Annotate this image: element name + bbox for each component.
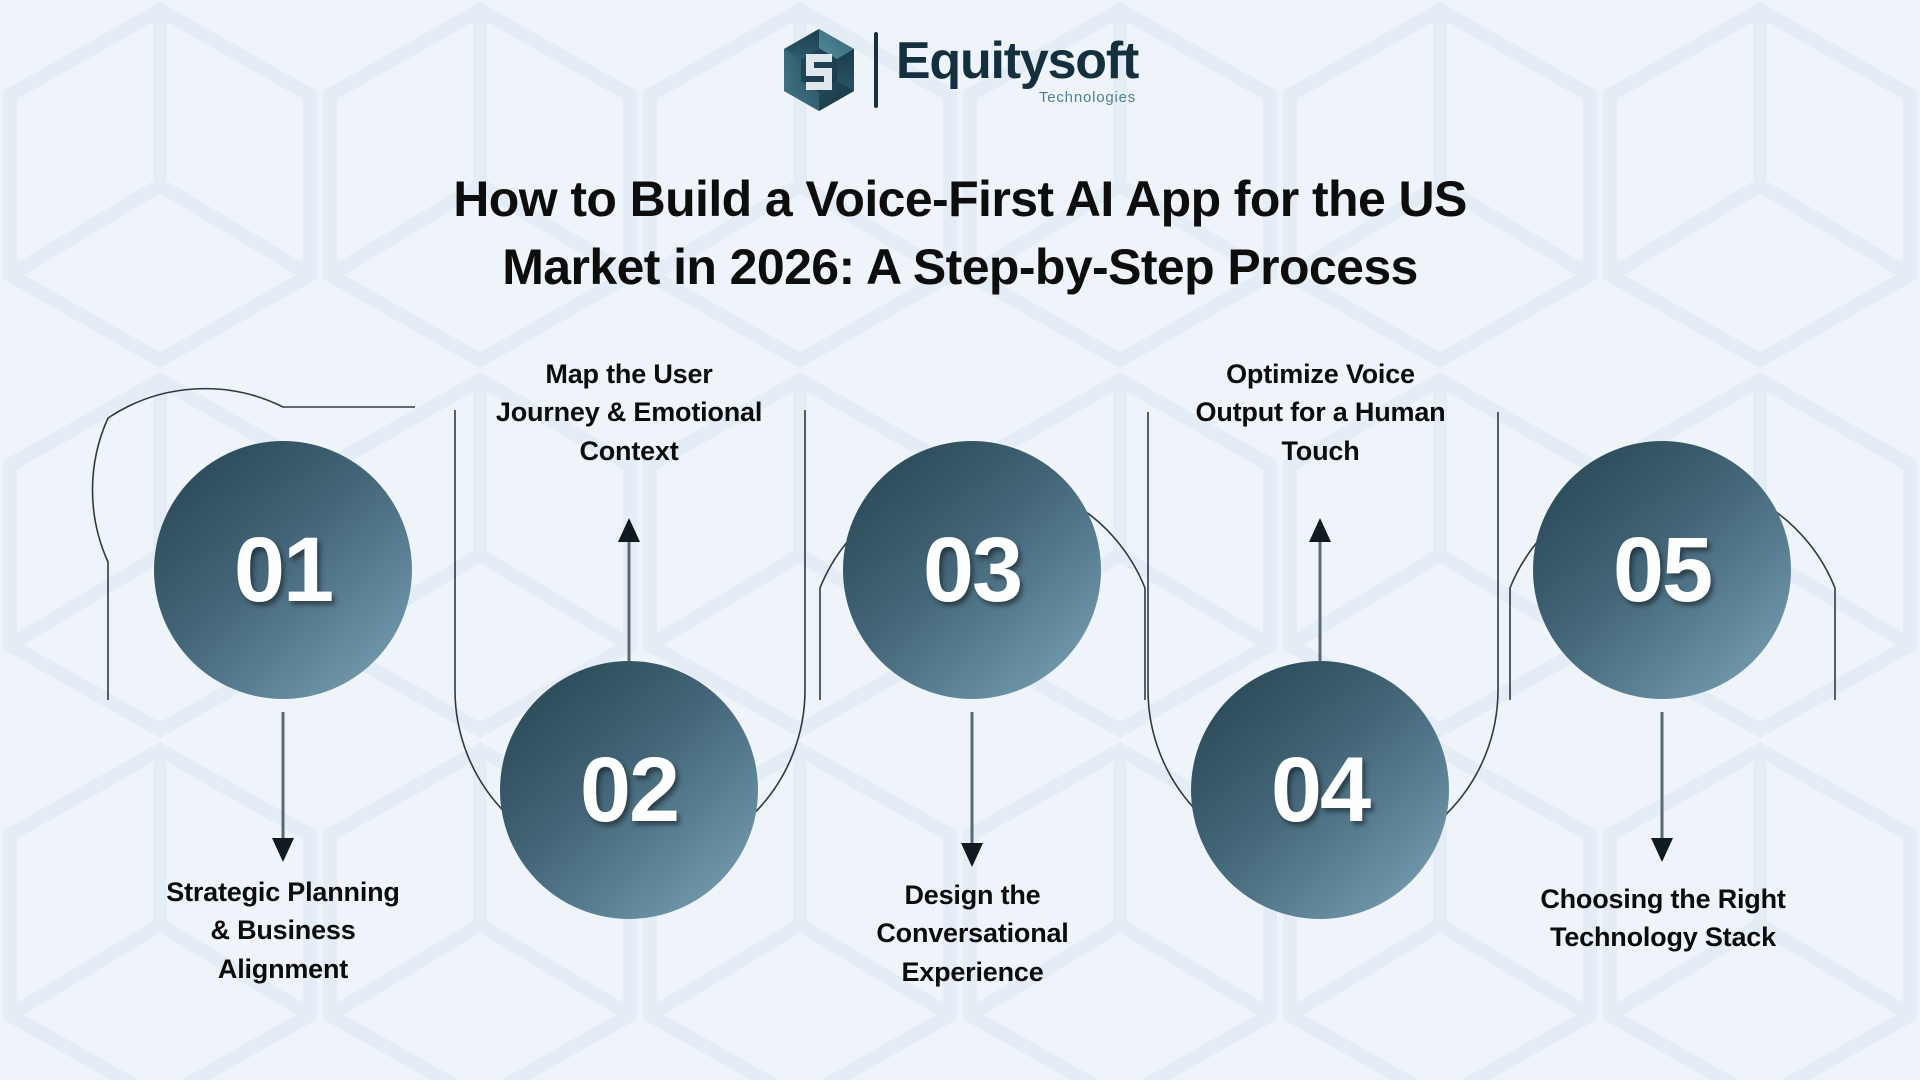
step-label-01: Strategic Planning & Business Alignment: [93, 873, 473, 988]
step-number-01: 01: [233, 518, 334, 621]
step-circle-03[interactable]: 03: [843, 441, 1101, 699]
step-label-02-line-1: Map the User: [545, 359, 713, 389]
step-number-03: 03: [922, 518, 1023, 621]
step-label-05-line-2: Technology Stack: [1550, 922, 1776, 953]
step-label-03-line-3: Experience: [901, 956, 1044, 987]
page-title-line-1: How to Build a Voice-First AI App for th…: [453, 171, 1467, 227]
logo-divider: [873, 32, 878, 108]
page-title: How to Build a Voice-First AI App for th…: [310, 165, 1610, 301]
arrow-head-05: [1651, 838, 1673, 862]
arrow-head-01: [272, 838, 294, 862]
step-circle-02[interactable]: 02: [500, 661, 758, 919]
step-label-02-line-2: Journey & Emotional: [495, 397, 763, 428]
step-circle-05[interactable]: 05: [1533, 441, 1791, 699]
step-label-04-line-2: Output for a Human: [1195, 397, 1446, 428]
step-label-02: Map the User Journey & Emotional Context: [419, 355, 839, 470]
step-label-03: Design the Conversational Experience: [790, 876, 1155, 991]
step-label-04-line-1: Optimize Voice: [1226, 359, 1415, 389]
page-title-line-2: Market in 2026: A Step-by-Step Process: [502, 239, 1418, 295]
step-label-01-line-3: Alignment: [217, 953, 349, 984]
step-label-05: Choosing the Right Technology Stack: [1467, 880, 1859, 957]
step-label-04: Optimize Voice Output for a Human Touch: [1118, 355, 1523, 470]
step-label-02-line-3: Context: [579, 435, 679, 466]
step-label-03-line-2: Conversational: [876, 918, 1069, 949]
arrow-head-04: [1309, 518, 1331, 542]
step-number-04: 04: [1270, 738, 1371, 841]
step-circle-04[interactable]: 04: [1191, 661, 1449, 919]
step-label-05-line-1: Choosing the Right: [1540, 884, 1786, 914]
step-label-03-line-1: Design the: [904, 880, 1041, 910]
isometric-cube-logo-icon: [783, 29, 854, 111]
step-circle-01[interactable]: 01: [154, 441, 412, 699]
brand-tagline: Technologies: [1038, 89, 1137, 106]
arrow-head-02: [618, 518, 640, 542]
step-number-05: 05: [1612, 518, 1713, 621]
step-label-01-line-2: & Business: [210, 915, 356, 946]
brand-logo: Equitysoft Technologies: [0, 28, 1920, 112]
step-number-02: 02: [579, 738, 680, 841]
step-label-04-line-3: Touch: [1281, 435, 1360, 466]
brand-name: Equitysoft: [895, 32, 1139, 90]
step-label-01-line-1: Strategic Planning: [166, 877, 400, 907]
arrow-head-03: [961, 843, 983, 867]
